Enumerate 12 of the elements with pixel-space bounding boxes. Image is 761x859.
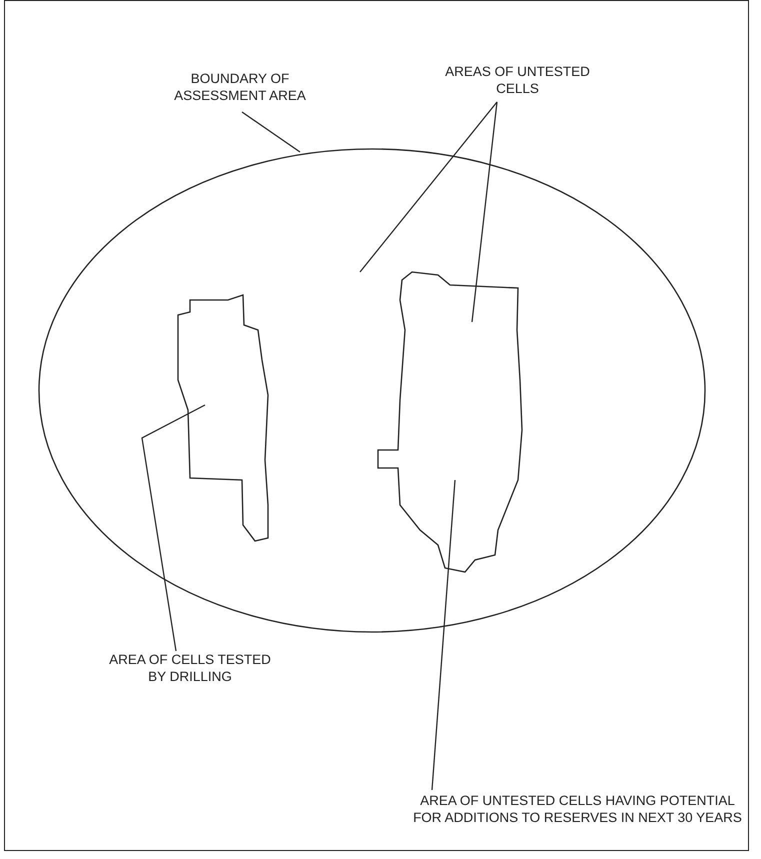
boundary-ellipse xyxy=(38,148,706,633)
leader-line xyxy=(431,480,456,790)
leader-line xyxy=(471,102,498,322)
callout-text: BOUNDARY OF ASSESSMENT AREA xyxy=(150,70,330,110)
area-outline xyxy=(177,294,270,543)
callout-text: AREAS OF UNTESTED CELLS xyxy=(430,63,605,101)
callout-text: AREA OF UNTESTED CELLS HAVING POTENTIAL FOR ADDITIONS TO RESERVES IN NEXT 30 YEARS xyxy=(405,792,750,848)
leader-line xyxy=(242,112,300,152)
area-outline xyxy=(377,271,524,574)
callout-text: AREA OF CELLS TESTED BY DRILLING xyxy=(100,651,280,689)
leader-line xyxy=(141,404,206,652)
leader-line xyxy=(360,102,498,272)
